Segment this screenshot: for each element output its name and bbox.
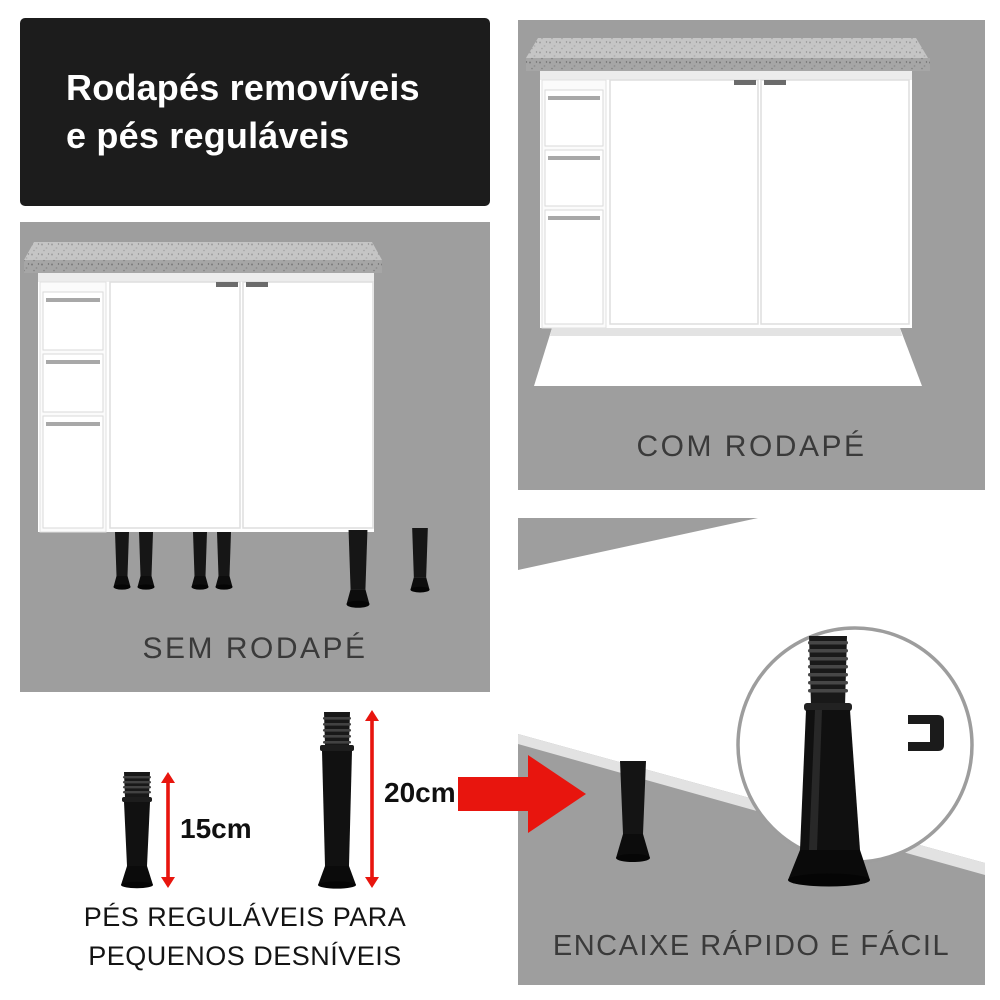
sem-rodape-label: SEM RODAPÉ <box>142 632 368 665</box>
red-arrow-icon <box>458 755 586 833</box>
feet-caption-line2: PEQUENOS DESNÍVEIS <box>88 941 402 972</box>
small-foot <box>121 772 153 889</box>
com-rodape-label: COM RODAPÉ <box>636 430 867 463</box>
cabinet-body <box>38 273 374 533</box>
panel-com-rodape: COM RODAPÉ <box>518 20 985 490</box>
doors <box>609 79 910 325</box>
encaixe-label: ENCAIXE RÁPIDO E FÁCIL <box>552 930 951 962</box>
cabinet-no-plinth-illustration <box>24 242 430 608</box>
large-foot <box>318 712 356 889</box>
panel-sem-rodape: SEM RODAPÉ <box>20 222 490 692</box>
cabinet-with-plinth-illustration <box>526 38 930 386</box>
threaded-foot-closeup <box>788 636 870 887</box>
panel-encaixe: ENCAIXE RÁPIDO E FÁCIL <box>518 518 985 985</box>
header-banner: Rodapés removíveis e pés reguláveis <box>20 18 490 206</box>
countertop <box>526 38 930 71</box>
measure-line-15 <box>161 772 175 888</box>
cabinet-foot <box>616 761 650 862</box>
header-title-line1: Rodapés removíveis <box>66 67 420 109</box>
magnifier-circle <box>736 626 974 887</box>
doors <box>109 281 374 529</box>
countertop <box>24 242 382 273</box>
adjustable-feet-figure: 15cm 20cm <box>20 698 600 898</box>
quick-fit-illustration <box>518 518 985 887</box>
cabinet-legs <box>113 528 430 608</box>
small-foot-height-label: 15cm <box>180 813 252 844</box>
feet-measurements-illustration: 15cm 20cm <box>121 710 586 889</box>
drawer-unit <box>39 281 107 533</box>
header-title-line2: e pés reguláveis <box>66 115 350 156</box>
clip-bracket-icon <box>908 715 944 751</box>
large-foot-height-label: 20cm <box>384 777 456 808</box>
plinth-base <box>534 328 922 386</box>
cabinet-body <box>540 71 912 329</box>
drawer-unit <box>541 79 607 329</box>
measure-line-20 <box>365 710 379 888</box>
feet-caption: PÉS REGULÁVEIS PARA PEQUENOS DESNÍVEIS <box>25 898 465 976</box>
feet-caption-line1: PÉS REGULÁVEIS PARA <box>83 902 407 932</box>
